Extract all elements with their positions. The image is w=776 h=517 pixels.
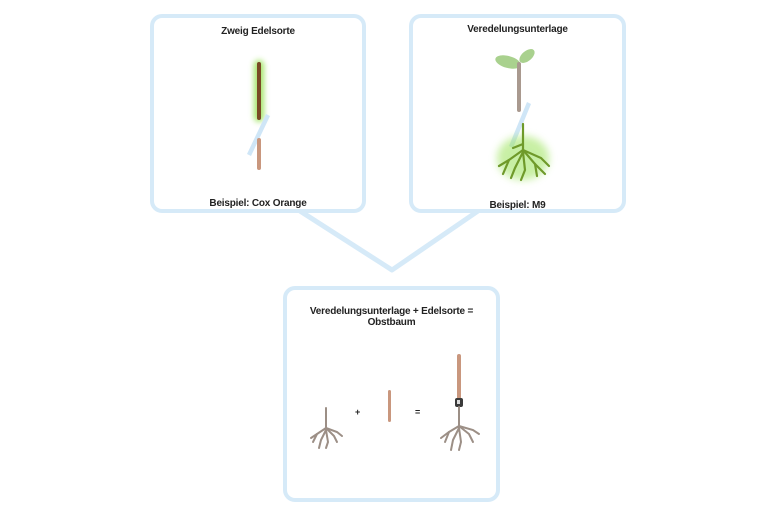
rootstock-plant-icon (495, 49, 551, 182)
result-panel: Veredelungsunterlage + Edelsorte = Obstb… (283, 286, 500, 502)
plus-sign: + (355, 407, 361, 417)
scion-title: Zweig Edelsorte (221, 26, 295, 37)
knife-cut-icon (509, 102, 531, 148)
scion-panel: Zweig Edelsorte Beispiel: Cox Orange (150, 14, 366, 213)
scion-example: Beispiel: Cox Orange (209, 198, 307, 209)
equals-sign: = (415, 407, 421, 417)
scion-twig-icon (388, 390, 391, 422)
rootstock-panel: Veredelungsunterlage Beispiel: M9 (409, 14, 626, 213)
grafted-tree-icon (440, 354, 480, 451)
scion-twig-icon (247, 60, 270, 170)
rootstock-title: Veredelungsunterlage (467, 24, 568, 35)
knife-cut-icon (247, 114, 270, 156)
result-title: Veredelungsunterlage + Edelsorte = Obstb… (309, 306, 474, 328)
result-equation-art (310, 354, 480, 451)
roots-icon (310, 407, 343, 449)
rootstock-example: Beispiel: M9 (489, 200, 546, 211)
